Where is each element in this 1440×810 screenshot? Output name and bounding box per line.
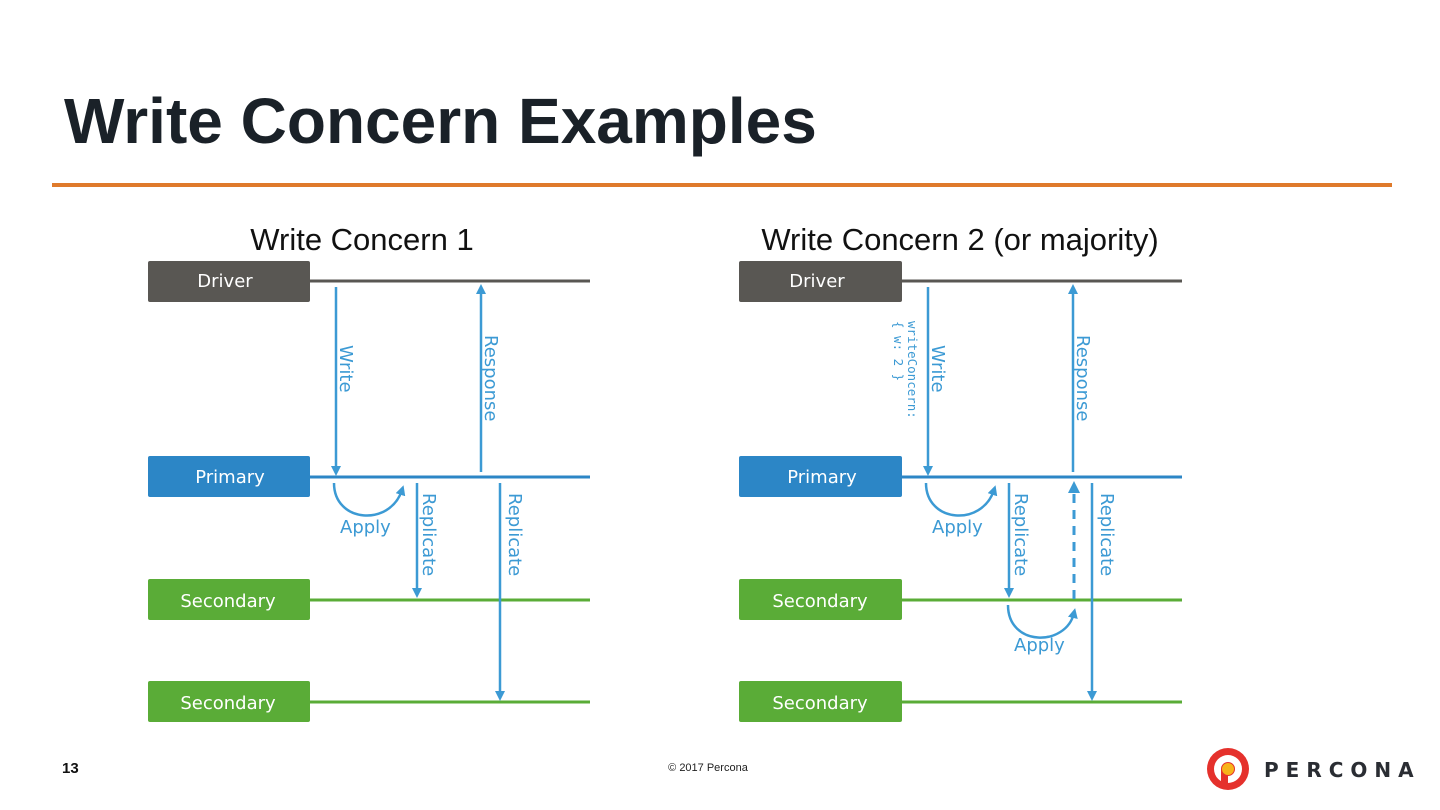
driver-node: Driver (739, 261, 902, 302)
diagram-heading: Write Concern 2 (or majority) (761, 222, 1158, 257)
percona-logo: PERCONA (1206, 744, 1414, 794)
slide-title: Write Concern Examples (64, 85, 817, 157)
diagram-heading: Write Concern 1 (250, 222, 473, 257)
secondary-node-1: Secondary (148, 579, 310, 620)
diagram-write-concern-1: Write Concern 1 Driver Primary Secondary… (90, 215, 690, 740)
primary-node: Primary (739, 456, 902, 497)
logo-wordmark: PERCONA (1264, 758, 1421, 782)
secondary-node-1: Secondary (739, 579, 902, 620)
page-number: 13 (62, 760, 79, 777)
driver-node: Driver (148, 261, 310, 302)
secondary-node-2: Secondary (148, 681, 310, 722)
primary-label: Primary (195, 467, 265, 488)
diagram-write-concern-2: Write Concern 2 (or majority) Driver Pri… (682, 215, 1282, 740)
apply-label-primary: Apply (932, 517, 983, 538)
replicate-label-1: Replicate (1010, 493, 1031, 576)
write-concern-value: { w: 2 } (891, 321, 906, 381)
apply-label-secondary: Apply (1014, 635, 1065, 656)
write-arrow-label: Write (927, 345, 948, 393)
response-arrow-label: Response (1072, 335, 1093, 421)
replicate-label-2: Replicate (504, 493, 525, 576)
secondary-label-2: Secondary (772, 693, 868, 714)
apply-curve-secondary (1006, 604, 1078, 639)
apply-label: Apply (340, 517, 391, 538)
secondary-node-2: Secondary (739, 681, 902, 722)
replicate-label-1: Replicate (418, 493, 439, 576)
response-arrow-label: Response (480, 335, 501, 421)
primary-label: Primary (787, 467, 857, 488)
driver-label: Driver (789, 271, 845, 292)
apply-curve-primary (924, 482, 998, 517)
primary-node: Primary (148, 456, 310, 497)
replicate-label-2: Replicate (1096, 493, 1117, 576)
copyright: © 2017 Percona (668, 762, 748, 774)
driver-label: Driver (197, 271, 253, 292)
secondary-label-1: Secondary (180, 591, 276, 612)
percona-logo-icon (1207, 748, 1249, 790)
ack-arrowhead (1068, 481, 1080, 493)
apply-curve (332, 482, 406, 517)
title-divider (52, 183, 1392, 187)
secondary-label-2: Secondary (180, 693, 276, 714)
write-arrow-label: Write (335, 345, 356, 393)
secondary-label-1: Secondary (772, 591, 868, 612)
write-concern-label: writeConcern: (905, 321, 920, 419)
